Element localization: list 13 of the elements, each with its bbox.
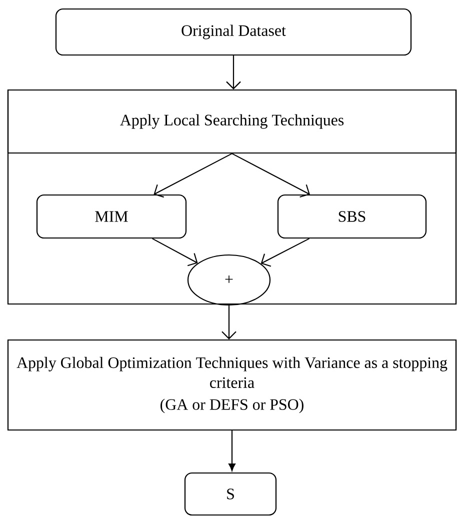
rounded-box: S: [184, 472, 277, 516]
arrow: [228, 430, 236, 472]
rounded-box: SBS: [277, 194, 427, 239]
header-band: Apply Local Searching Techniques: [7, 89, 457, 154]
rounded-box: MIM: [36, 194, 187, 239]
rounded-box: Original Dataset: [55, 8, 412, 56]
arrow: [222, 306, 236, 340]
arrow: [260, 238, 310, 267]
process-box: Apply Global Optimization Techniques with Variance as a stopping criteria (GA or DEFS or PSO): [7, 339, 457, 431]
arrow: [152, 238, 198, 266]
arrow: [226, 56, 241, 90]
arrow: [154, 153, 232, 198]
arrow: [232, 153, 310, 198]
